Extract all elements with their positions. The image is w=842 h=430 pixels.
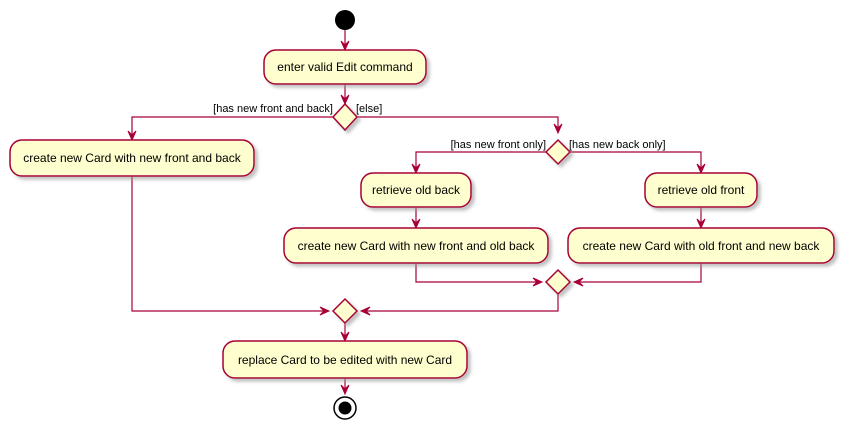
- edge-create-frontback-to-merge1: [131, 176, 327, 312]
- merge-diamond: [544, 268, 572, 296]
- arrowhead: [127, 130, 137, 142]
- activity-label: enter valid Edit command: [277, 60, 412, 74]
- activity-create-front-oldback: create new Card with new front and old b…: [283, 227, 549, 264]
- activity-label: retrieve old back: [372, 183, 461, 197]
- activity-label: create new Card with old front and new b…: [583, 239, 821, 253]
- edge-decision2-left: [415, 151, 546, 171]
- edge-create-frontold-to-merge2: [415, 263, 540, 283]
- arrowhead: [411, 163, 421, 175]
- arrowhead: [696, 163, 706, 175]
- edge-merge2-to-merge1: [363, 294, 559, 312]
- arrowhead: [319, 306, 331, 316]
- arrowhead: [411, 218, 421, 230]
- decision-diamond: [331, 102, 359, 132]
- guard-else: [else]: [356, 103, 382, 115]
- edge-decision2-right: [570, 151, 702, 171]
- activity-create-oldfront-back: create new Card with old front and new b…: [567, 227, 835, 264]
- arrowhead: [340, 331, 350, 343]
- arrowhead: [553, 123, 563, 135]
- activity-label: retrieve old front: [658, 183, 745, 197]
- start-node: [335, 10, 355, 30]
- activity-enter-edit: enter valid Edit command: [263, 49, 427, 85]
- activity-create-front-back: create new Card with new front and back: [9, 139, 255, 177]
- arrowhead: [340, 384, 350, 396]
- activity-replace-card: replace Card to be edited with new Card: [222, 340, 468, 379]
- activity-label: create new Card with new front and back: [23, 151, 241, 165]
- edge-decision1-left: [131, 116, 333, 138]
- end-node: [333, 396, 357, 420]
- arrowheads: [127, 40, 706, 396]
- activity-label: replace Card to be edited with new Card: [238, 353, 452, 367]
- arrowhead: [532, 277, 544, 287]
- edge-decision1-right: [357, 116, 559, 131]
- arrowhead: [340, 40, 350, 52]
- activity-label: create new Card with new front and old b…: [298, 239, 536, 253]
- arrowhead: [359, 306, 371, 316]
- activity-retrieve-old-front: retrieve old front: [644, 172, 758, 208]
- arrowhead: [340, 94, 350, 106]
- guard-has-new-front-only: [has new front only]: [451, 139, 546, 151]
- guard-has-new-back-only: [has new back only]: [569, 139, 666, 151]
- arrowhead: [572, 277, 584, 287]
- decision-diamond: [544, 138, 572, 166]
- arrowhead: [696, 218, 706, 230]
- activity-retrieve-old-back: retrieve old back: [360, 172, 472, 208]
- guard-has-new-front-and-back: [has new front and back]: [213, 103, 333, 115]
- merge-diamond: [331, 297, 359, 325]
- edge-create-oldfront-to-merge2: [576, 263, 702, 283]
